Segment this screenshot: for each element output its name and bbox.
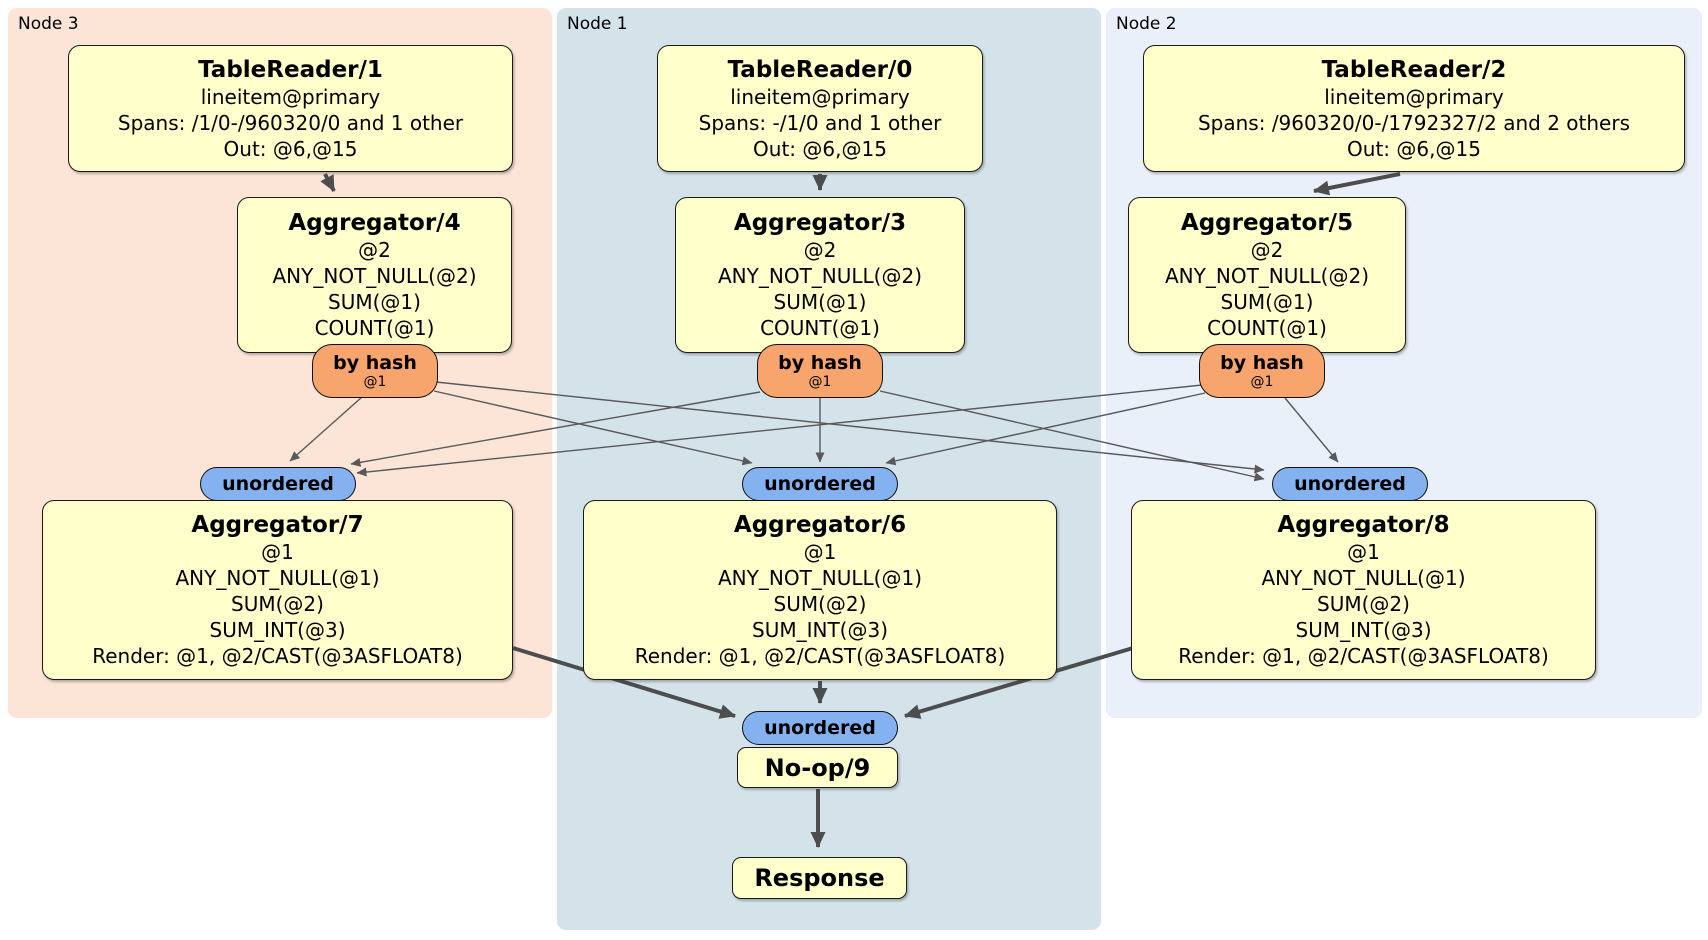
processor-title: TableReader/0 (727, 56, 913, 83)
processor-detail: Spans: /960320/0-/1792327/2 and 2 others (1197, 110, 1630, 135)
aggregator-3-box: Aggregator/3 @2 ANY_NOT_NULL(@2) SUM(@1)… (675, 197, 965, 353)
node-group-2-label: Node 2 (1116, 14, 1177, 34)
router-label: by hash (778, 352, 862, 374)
aggregator-4-box: Aggregator/4 @2 ANY_NOT_NULL(@2) SUM(@1)… (237, 197, 512, 353)
aggregator-8-box: Aggregator/8 @1 ANY_NOT_NULL(@1) SUM(@2)… (1131, 500, 1596, 680)
edge-byhash2-unordered3 (356, 384, 1203, 477)
processor-detail: @2 (358, 238, 391, 262)
processor-detail: COUNT(@1) (760, 316, 880, 340)
edge-tablereader2-aggregator5 (1313, 172, 1401, 196)
byhash-router-node2: by hash @1 (1199, 344, 1325, 398)
processor-detail: SUM_INT(@3) (1295, 618, 1432, 642)
processor-detail: Spans: /1/0-/960320/0 and 1 other (117, 110, 464, 135)
processor-title: Aggregator/7 (191, 512, 364, 538)
processor-detail: @2 (803, 238, 837, 262)
edge-byhash2-unordered1 (885, 392, 1206, 466)
processor-detail: Out: @6,@15 (223, 136, 358, 161)
processor-detail: Out: @6,@15 (753, 136, 887, 161)
processor-title: Response (754, 864, 885, 892)
processor-detail: Spans: -/1/0 and 1 other (698, 110, 942, 135)
edge-byhash1-unordered2 (879, 390, 1265, 482)
processor-title: Aggregator/4 (288, 210, 461, 236)
processor-detail: lineitem@primary (730, 84, 910, 109)
router-label: unordered (1294, 473, 1406, 495)
processor-detail: Out: @6,@15 (1347, 136, 1481, 161)
processor-detail: SUM(@1) (328, 290, 421, 314)
processor-detail: @1 (261, 540, 294, 564)
processor-detail: ANY_NOT_NULL(@1) (175, 566, 380, 590)
unordered-sync-node3: unordered (200, 467, 356, 501)
edge-aggregator8-unordered-final (904, 646, 1134, 719)
edge-aggregator7-unordered-final (512, 646, 736, 719)
processor-title: Aggregator/3 (733, 210, 907, 236)
processor-title: Aggregator/6 (733, 512, 907, 538)
edge-byhash3-unordered3 (289, 396, 363, 462)
edge-byhash1-unordered3 (350, 391, 761, 467)
processor-detail: @1 (803, 540, 837, 564)
processor-detail: lineitem@primary (200, 84, 381, 109)
processor-detail: ANY_NOT_NULL(@2) (272, 264, 477, 288)
processor-title: Aggregator/8 (1277, 512, 1450, 538)
aggregator-6-box: Aggregator/6 @1 ANY_NOT_NULL(@1) SUM(@2)… (583, 500, 1057, 680)
processor-title: TableReader/2 (1321, 56, 1507, 83)
processor-detail: SUM(@2) (231, 592, 324, 616)
edge-byhash2-unordered2 (1284, 397, 1339, 463)
tablereader-0-box: TableReader/0 lineitem@primary Spans: -/… (657, 45, 983, 172)
processor-detail: SUM(@1) (1220, 290, 1314, 314)
processor-detail: SUM(@2) (773, 592, 867, 616)
router-label: unordered (764, 717, 876, 739)
router-label: unordered (764, 473, 876, 495)
thick-flow-edges (320, 172, 1401, 848)
edge-byhash3-unordered2 (435, 381, 1265, 474)
router-label: by hash (1220, 352, 1304, 374)
node-group-1-label: Node 1 (567, 14, 628, 34)
router-label: unordered (222, 473, 334, 495)
processor-detail: ANY_NOT_NULL(@2) (1165, 264, 1369, 288)
byhash-router-node3: by hash @1 (312, 344, 438, 398)
aggregator-7-box: Aggregator/7 @1 ANY_NOT_NULL(@1) SUM(@2)… (42, 500, 513, 680)
processor-detail: COUNT(@1) (1207, 316, 1327, 340)
hash-stream-edges (289, 381, 1339, 482)
tablereader-1-box: TableReader/1 lineitem@primary Spans: /1… (68, 45, 513, 172)
processor-detail: Render: @1, @2/CAST(@3ASFLOAT8) (1178, 644, 1549, 668)
edge-byhash3-unordered1 (433, 390, 753, 466)
processor-detail: SUM(@2) (1317, 592, 1410, 616)
processor-detail: SUM_INT(@3) (752, 618, 888, 642)
processor-detail: ANY_NOT_NULL(@1) (718, 566, 922, 590)
unordered-sync-node1: unordered (742, 467, 898, 501)
processor-detail: @1 (1347, 540, 1380, 564)
processor-title: Aggregator/5 (1180, 210, 1354, 236)
processor-detail: Render: @1, @2/CAST(@3ASFLOAT8) (92, 644, 463, 668)
processor-detail: @2 (1250, 238, 1284, 262)
node-group-3-label: Node 3 (18, 14, 79, 34)
processor-title: No-op/9 (764, 753, 871, 782)
router-stream-label: @1 (808, 374, 832, 390)
processor-detail: SUM_INT(@3) (209, 618, 346, 642)
processor-detail: ANY_NOT_NULL(@1) (1261, 566, 1466, 590)
processor-title: TableReader/1 (198, 56, 383, 83)
processor-detail: Render: @1, @2/CAST(@3ASFLOAT8) (634, 644, 1006, 668)
processor-detail: lineitem@primary (1324, 84, 1504, 109)
response-box: Response (732, 857, 907, 899)
unordered-sync-node2: unordered (1272, 467, 1428, 501)
processor-detail: COUNT(@1) (314, 316, 435, 340)
router-label: by hash (333, 352, 417, 374)
byhash-router-node1: by hash @1 (757, 344, 883, 398)
unordered-sync-final: unordered (742, 711, 898, 745)
processor-detail: ANY_NOT_NULL(@2) (718, 264, 922, 288)
edge-tablereader1-aggregator4 (320, 173, 336, 192)
router-stream-label: @1 (1250, 374, 1274, 390)
aggregator-5-box: Aggregator/5 @2 ANY_NOT_NULL(@2) SUM(@1)… (1128, 197, 1406, 353)
noop-9-box: No-op/9 (737, 747, 898, 788)
router-stream-label: @1 (363, 374, 387, 390)
tablereader-2-box: TableReader/2 lineitem@primary Spans: /9… (1143, 45, 1685, 172)
processor-detail: SUM(@1) (773, 290, 867, 314)
